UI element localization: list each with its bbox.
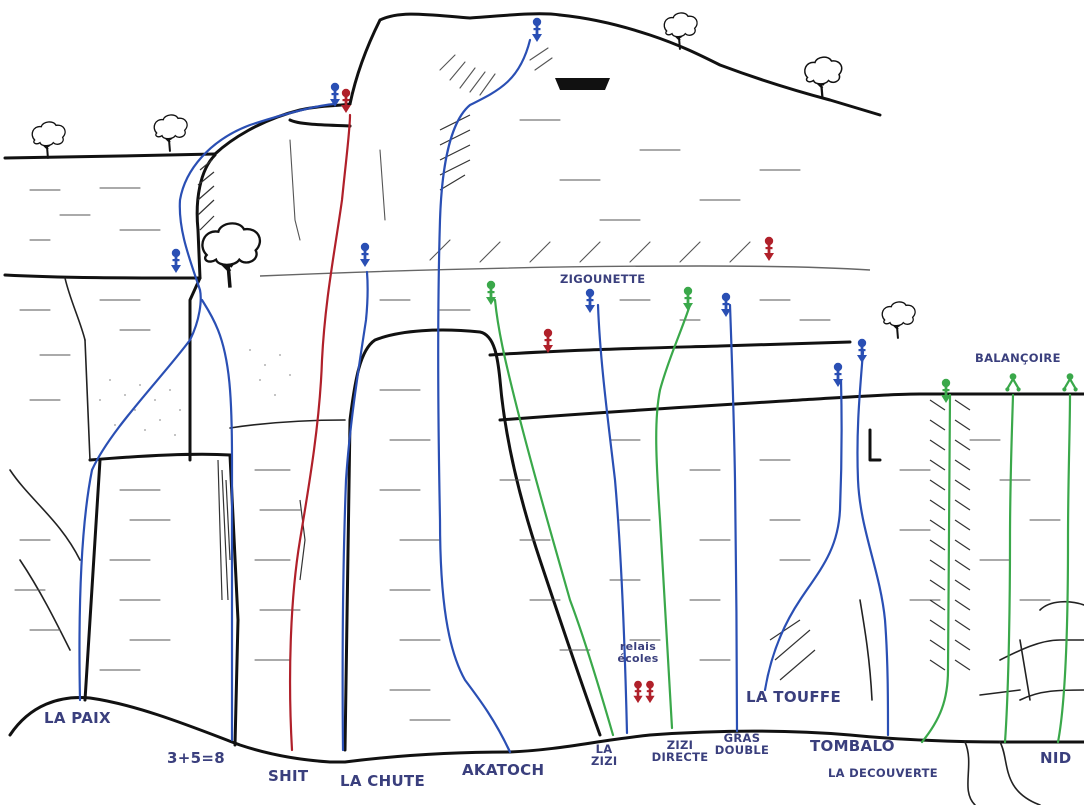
- anchor-icon: [645, 680, 655, 704]
- label-la-zizi-line2: ZIZI: [591, 754, 618, 769]
- tree-icon: [202, 223, 259, 287]
- anchors: [171, 17, 1078, 704]
- label-relais-ecoles: relais écoles: [612, 641, 664, 664]
- route-line: [920, 393, 952, 744]
- label-gras-double: GRAS DOUBLE: [712, 732, 772, 756]
- label-relais: relais: [619, 640, 657, 653]
- route-line: [763, 378, 843, 692]
- tree-icon: [31, 120, 67, 160]
- label-zizi-directe-line2: DIRECTE: [651, 750, 709, 765]
- label-3-5-8: 3+5=8: [167, 749, 225, 767]
- anchor-icon: [683, 286, 693, 311]
- label-la-zizi: LA ZIZI: [591, 743, 617, 767]
- route-line: [437, 38, 532, 754]
- anchor-icon: [1005, 372, 1021, 393]
- anchor-icon: [360, 242, 370, 267]
- anchor-icon: [764, 236, 774, 261]
- route-line: [728, 303, 739, 733]
- tree-icon: [803, 56, 843, 100]
- route-line: [1056, 393, 1072, 744]
- label-nid: NID: [1040, 749, 1072, 767]
- label-akatoch: AKATOCH: [462, 761, 545, 779]
- label-la-paix: LA PAIX: [44, 709, 111, 727]
- anchor-icon: [1062, 372, 1078, 393]
- label-gras-double-line1: GRAS: [723, 731, 761, 745]
- route-line: [200, 298, 234, 742]
- label-tombalo: TOMBALO: [810, 737, 895, 755]
- ground-line: [8, 695, 1084, 805]
- tree-icon: [153, 113, 189, 153]
- route-line: [655, 303, 692, 730]
- cave: [555, 78, 610, 90]
- trees: [31, 11, 917, 340]
- route-line: [856, 350, 890, 737]
- route-line: [596, 303, 629, 735]
- label-la-chute: LA CHUTE: [340, 772, 426, 790]
- anchor-icon: [585, 288, 595, 313]
- mid-ledge: [3, 265, 1084, 462]
- rock-texture: [14, 47, 1061, 721]
- route-line: [493, 298, 615, 737]
- anchor-icon: [171, 248, 181, 273]
- label-zizi-directe-line1: ZIZI: [666, 738, 694, 752]
- route-line: [288, 113, 352, 752]
- tree-icon: [663, 11, 699, 51]
- hatched-cracks: [197, 114, 971, 681]
- label-la-zizi-line1: LA: [595, 742, 613, 756]
- label-zizi-directe: ZIZI DIRECTE: [648, 739, 712, 763]
- label-zigounette: ZIGOUNETTE: [560, 272, 646, 286]
- anchor-icon: [532, 17, 542, 42]
- plateau-left: [3, 12, 882, 160]
- anchor-icon: [543, 328, 553, 353]
- anchor-icon: [633, 680, 643, 704]
- label-la-touffe: LA TOUFFE: [746, 688, 841, 706]
- label-balancoire: BALANÇOIRE: [975, 351, 1061, 365]
- anchor-icon: [857, 338, 867, 363]
- route-line: [341, 270, 369, 752]
- anchor-icon: [341, 88, 351, 113]
- right-rock: [859, 428, 1084, 701]
- routes: [78, 38, 1072, 754]
- rock-blocks: [9, 118, 602, 752]
- label-ecoles: écoles: [617, 651, 659, 665]
- route-line: [78, 102, 337, 702]
- label-shit: SHIT: [268, 767, 309, 785]
- label-gras-double-line2: DOUBLE: [714, 743, 770, 758]
- tree-icon: [881, 300, 917, 340]
- label-la-decouverte: LA DECOUVERTE: [828, 766, 938, 780]
- route-line: [1003, 393, 1015, 744]
- stipple-area: [99, 349, 291, 436]
